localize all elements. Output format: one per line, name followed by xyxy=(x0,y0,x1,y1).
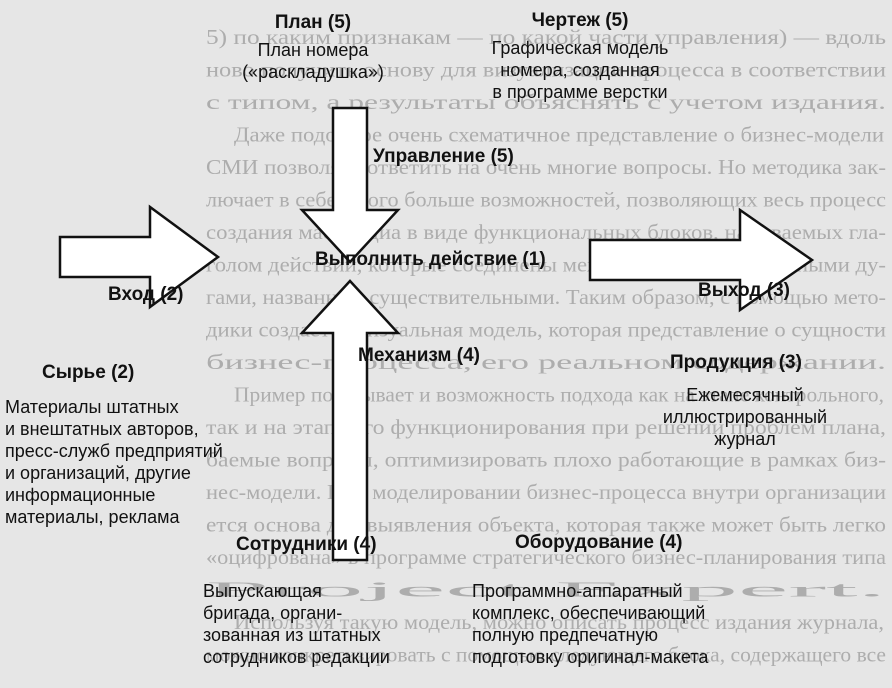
background-text-line: лючает в себе много больше возможностей,… xyxy=(206,188,886,212)
product-description: Ежемесячный иллюстрированный журнал xyxy=(640,384,850,450)
equipment-line: подготовку оригинал-макета xyxy=(472,647,709,667)
raw-line: и организаций, другие xyxy=(5,463,191,483)
product-title: Продукция (3) xyxy=(670,352,802,373)
background-text-line: «оцифрована» в программе стратегического… xyxy=(206,545,887,569)
drawing-line: номера, созданная xyxy=(500,60,660,80)
equipment-line: полную предпечатную xyxy=(472,625,659,645)
staff-line: сотрудников редакции xyxy=(203,647,390,667)
plan-title: План (5) xyxy=(274,12,352,33)
staff-title: Сотрудники (4) xyxy=(236,534,377,555)
staff-line: Выпускающая xyxy=(203,581,322,601)
background-text-line: Используя такую модель, можно описать пр… xyxy=(234,610,884,634)
output-arrow xyxy=(588,207,815,313)
mechanism-arrow xyxy=(299,279,401,562)
input-title: Вход (2) xyxy=(108,284,184,305)
drawing-title: Чертеж (5) xyxy=(531,10,629,31)
background-text-line: гами, названных существительными. Таким … xyxy=(206,285,886,309)
input-arrow xyxy=(58,204,221,310)
drawing-line: Графическая модель xyxy=(491,38,669,58)
background-text-line: баемые вопросы, оптимизировать плохо раб… xyxy=(206,448,886,472)
output-title: Выход (3) xyxy=(698,280,790,301)
plan-line: План номера xyxy=(257,40,369,60)
background-text-line: ново получить основу для визуализации пр… xyxy=(206,58,886,82)
raw-line: пресс-служб предприятий xyxy=(5,441,223,461)
background-text-line: нес-модели. При моделировании бизнес-про… xyxy=(206,480,886,504)
raw-line: материалы, реклама xyxy=(5,507,180,527)
raw-description: Материалы штатных и внештатных авторов, … xyxy=(5,396,223,528)
mechanism-title: Механизм (4) xyxy=(358,345,480,366)
plan-line: («раскладушка») xyxy=(242,62,384,82)
product-line: журнал xyxy=(714,429,776,449)
drawing-description: Графическая модель номера, созданная в п… xyxy=(440,37,720,103)
equipment-line: комплекс, обеспечивающий xyxy=(472,603,706,623)
control-title: Управление (5) xyxy=(373,146,514,167)
background-text-line: ется основа для выявления объекта, котор… xyxy=(206,513,886,537)
action-title: Выполнить действие (1) xyxy=(315,249,546,270)
staff-line: зованная из штатных xyxy=(203,625,381,645)
background-text-line: 5) по каким признакам — по какой части у… xyxy=(206,25,886,49)
background-text-line: Project Expert. xyxy=(206,578,886,602)
staff-line: бригада, органи- xyxy=(203,603,343,623)
equipment-description: Программно-аппаратный комплекс, обеспечи… xyxy=(472,580,708,668)
product-line: Ежемесячный xyxy=(686,385,804,405)
background-text-line: СМИ позволяет ответить на очень многие в… xyxy=(206,155,886,179)
raw-line: и внештатных авторов, xyxy=(5,419,199,439)
raw-title: Сырье (2) xyxy=(42,362,135,383)
product-line: иллюстрированный xyxy=(662,407,828,427)
background-text-line: бизнес-процесса, его реальном содержании… xyxy=(206,350,886,374)
equipment-title: Оборудование (4) xyxy=(515,532,683,553)
equipment-line: Программно-аппаратный xyxy=(472,581,683,601)
drawing-line: в программе верстки xyxy=(492,82,668,102)
staff-description: Выпускающая бригада, органи- зованная из… xyxy=(203,580,390,668)
background-text-line: можно конкретизировать с помощью следующ… xyxy=(206,643,886,667)
control-arrow xyxy=(299,106,401,264)
background-text-line: с типом, а результаты объяснять с учетом… xyxy=(206,90,886,114)
raw-line: информационные xyxy=(5,485,156,505)
raw-line: Материалы штатных xyxy=(5,397,179,417)
background-text-line: так и на этапе его функционирования при … xyxy=(206,415,886,439)
plan-description: План номера («раскладушка») xyxy=(208,39,418,83)
